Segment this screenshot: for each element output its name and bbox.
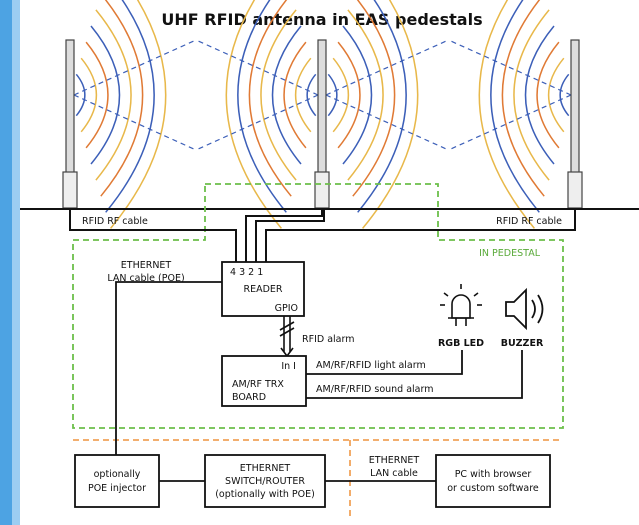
trx-input-label: In I (281, 361, 296, 372)
left-edge-band-light (12, 0, 20, 525)
trx-board-box (221, 355, 307, 407)
rf-wave-pattern (73, 0, 572, 229)
rf-wave-arc (237, 0, 287, 213)
reader-gpio: GPIO (275, 303, 298, 314)
rf-cone-dashed-line (448, 39, 572, 96)
rf-wave-arc (547, 57, 565, 133)
buzzer-icon (505, 287, 544, 331)
rf-wave-arc (75, 73, 86, 117)
rfid-alarm-line (279, 316, 295, 352)
reader-ports: 4 3 2 1 (230, 267, 263, 278)
rf-cone-dashed-line (73, 39, 197, 96)
orange-network-zone (73, 439, 563, 520)
rf-cable-label-right: RFID RF cable (496, 216, 562, 227)
ethernet-lan-label-2: LAN cable (370, 468, 418, 479)
rgb-led-icon (440, 284, 482, 326)
rf-wave-arc (490, 0, 540, 213)
switch-label-2: SWITCH/ROUTER (225, 476, 305, 487)
rf-wave-arc (306, 73, 317, 117)
pedestal-center (314, 39, 330, 209)
rf-cone-dashed-line (448, 94, 572, 151)
pc-box (435, 454, 551, 508)
sound-alarm-label: AM/RF/RFID sound alarm (316, 384, 434, 395)
rfid-alarm-label: RFID alarm (302, 334, 354, 345)
rf-wave-arc (342, 25, 373, 165)
rgb-led-label: RGB LED (438, 338, 484, 349)
rf-wave-arc (347, 9, 384, 181)
rf-wave-arc (260, 9, 297, 181)
rf-wave-arc (536, 41, 560, 149)
rf-wave-arc (501, 0, 545, 197)
pc-label-2: or custom software (447, 483, 539, 494)
pedestal-left (62, 39, 78, 209)
zone-label: IN PEDESTAL (479, 248, 541, 259)
sound-alarm-line (306, 350, 523, 399)
ethernet-lan-label-1: ETHERNET (369, 455, 420, 466)
rf-cone-dashed-line (325, 39, 449, 96)
light-alarm-label: AM/RF/RFID light alarm (316, 360, 426, 371)
rf-cone-dashed-line (195, 94, 319, 151)
rf-cone-dashed-line (195, 39, 319, 96)
buzzer-label: BUZZER (501, 338, 544, 349)
trx-label-line2: BOARD (232, 392, 266, 403)
reader-box (221, 261, 305, 317)
rf-wave-arc (513, 9, 550, 181)
rf-wave-arc (327, 73, 338, 117)
rf-wave-arc (362, 0, 419, 229)
rf-wave-arc (332, 57, 350, 133)
rf-wave-arc (95, 9, 132, 181)
rf-wave-arc (337, 41, 361, 149)
poe-injector-label-1: optionally (94, 469, 141, 480)
rf-cables (69, 209, 576, 262)
trx-label-line1: AM/RF TRX (232, 379, 284, 390)
rf-wave-arc (85, 41, 109, 149)
rf-wave-arc (80, 57, 98, 133)
pc-label-1: PC with browser (455, 469, 532, 480)
rf-wave-arc (559, 73, 570, 117)
left-edge-band (0, 0, 12, 525)
rf-wave-arc (110, 0, 167, 229)
ethernet-poe-label-1: ETHERNET (121, 260, 172, 271)
rf-wave-arc (225, 0, 282, 229)
ethernet-poe-cable (115, 281, 222, 455)
switch-label-1: ETHERNET (240, 463, 291, 474)
rf-cone-dashed-line (73, 94, 197, 151)
rf-wave-arc (100, 0, 144, 197)
rf-wave-arc (283, 41, 307, 149)
reader-label: READER (243, 284, 282, 295)
rf-wave-arc (248, 0, 292, 197)
rf-wave-arc (90, 25, 121, 165)
rf-wave-arc (524, 25, 555, 165)
rf-cone-dashed-line (325, 94, 449, 151)
rf-wave-arc (271, 25, 302, 165)
rf-wave-arc (352, 0, 396, 197)
light-alarm-line (306, 350, 463, 375)
in-pedestal-zone (72, 183, 564, 429)
page-title: UHF RFID antenna in EAS pedestals (161, 10, 482, 29)
pedestal-right (567, 39, 583, 209)
rf-wave-arc (294, 57, 312, 133)
ethernet-poe-label-2: LAN cable (POE) (107, 273, 184, 284)
rfid-alarm-arrow (280, 347, 294, 358)
poe-injector-label-2: POE injector (88, 483, 146, 494)
poe-injector-box (74, 454, 160, 508)
rf-wave-arc (478, 0, 535, 229)
switch-label-3: (optionally with POE) (215, 489, 315, 500)
rf-cable-label-left: RFID RF cable (82, 216, 148, 227)
rf-wave-arc (105, 0, 155, 213)
rf-wave-arc (357, 0, 407, 213)
